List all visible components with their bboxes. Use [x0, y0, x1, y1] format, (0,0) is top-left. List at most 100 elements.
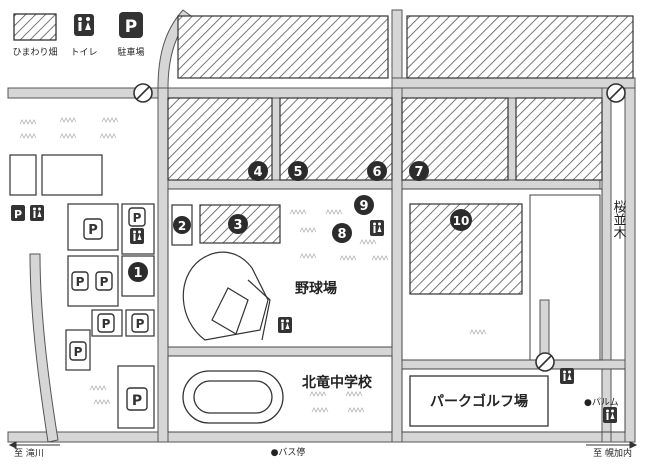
block-school: [167, 355, 393, 433]
park-golf-box: [409, 375, 549, 427]
legend-sunflower-label: ひまわり畑: [12, 46, 57, 58]
track-outer: [182, 370, 284, 424]
toilet-icons: [30, 205, 617, 423]
toilet-icon: [130, 228, 144, 244]
road-golf-north: [401, 359, 626, 370]
spot-marker-2: 2: [173, 216, 191, 234]
road-divider-67: [507, 97, 517, 181]
svg-text:9: 9: [359, 199, 368, 214]
svg-text:P: P: [14, 208, 22, 221]
parking-icon: P: [71, 271, 89, 291]
toilet-icon: [30, 205, 44, 221]
no-entry-icon: [133, 83, 153, 103]
spot-marker-10: 10: [450, 209, 472, 231]
baseball-field: [182, 251, 271, 341]
road-west-vertical: [157, 87, 169, 443]
svg-text:P: P: [125, 17, 137, 37]
parking-icon: P: [11, 205, 25, 221]
no-entry-icon: [535, 352, 555, 372]
legend: ひまわり畑 トイレ P 駐車場: [12, 12, 145, 58]
spot-marker-1: 1: [128, 262, 148, 282]
toilet-icon: [74, 14, 94, 36]
parking-icon: P: [69, 341, 87, 361]
svg-text:5: 5: [293, 165, 302, 180]
baseball-infield: [211, 287, 249, 335]
svg-text:P: P: [74, 345, 83, 359]
spot-marker-5: 5: [288, 161, 308, 181]
svg-text:P: P: [132, 393, 142, 409]
svg-text:7: 7: [414, 165, 423, 180]
svg-text:P: P: [100, 275, 109, 289]
arrow-right-icon: [586, 441, 638, 449]
svg-text:10: 10: [453, 214, 470, 228]
sunflower-field-north-right: [406, 15, 634, 79]
svg-text:P: P: [76, 275, 85, 289]
road-far-east: [624, 87, 636, 443]
building-west-1: [9, 154, 37, 196]
parking-icon: P: [95, 271, 113, 291]
sunflower-field-east: [515, 97, 603, 181]
no-entry-signs: [133, 83, 626, 372]
legend-toilet-label: トイレ: [70, 48, 97, 58]
parking-icon: P: [97, 313, 115, 333]
parking-icon: P: [119, 12, 143, 38]
roads: [7, 9, 636, 443]
sunflower-field-north-left: [177, 15, 389, 79]
spot-marker-4: 4: [248, 161, 268, 181]
road-central-vertical: [391, 9, 403, 443]
park-golf-label: パークゴルフ場: [430, 393, 528, 410]
no-entry-icon: [606, 83, 626, 103]
road-school-north: [167, 346, 401, 357]
block-east-strip: [529, 194, 601, 361]
road-small-connector: [539, 299, 550, 361]
building-parking-area-7: [117, 365, 155, 429]
direction-arrows: [8, 441, 638, 449]
parking-icon: P: [131, 313, 149, 333]
block-baseball: [167, 188, 393, 348]
toilet-icon: [370, 220, 384, 236]
baseball-field-label: 野球場: [295, 280, 337, 297]
svg-text:P: P: [136, 317, 145, 331]
to-horokanai-label: 至 幌加内: [593, 447, 632, 459]
block-outlines: [167, 188, 626, 433]
sakura-namiki-label: 桜並木: [611, 200, 627, 239]
svg-text:P: P: [102, 317, 111, 331]
road-west-curve: [29, 253, 59, 443]
bus-stop-label: ●バス停: [271, 446, 306, 458]
road-middle-horizontal: [167, 179, 601, 190]
svg-text:2: 2: [178, 219, 186, 233]
track-inner: [193, 380, 273, 414]
road-divider-45: [271, 97, 281, 181]
toilet-icon: [603, 407, 617, 423]
svg-text:P: P: [133, 211, 142, 225]
school-label: 北竜中学校: [302, 374, 373, 391]
block-golf: [401, 368, 626, 433]
spot-markers: 1 2 3 4 5 6 7 8 9 10: [128, 161, 472, 282]
parking-icon: P: [83, 218, 103, 240]
svg-text:4: 4: [253, 165, 262, 180]
baseball-fence: [247, 279, 271, 341]
to-takikawa-label: 至 滝川: [14, 448, 44, 459]
spot-marker-6: 6: [367, 161, 387, 181]
toilet-icon: [278, 317, 292, 333]
toilet-icon: [560, 368, 574, 384]
legend-parking-label: 駐車場: [117, 46, 144, 58]
spot-marker-3: 3: [228, 214, 248, 234]
palm-label: ●パルム: [584, 397, 619, 408]
building-west-2: [41, 154, 103, 196]
spot-marker-8: 8: [332, 223, 352, 243]
legend-sunflower-swatch: [13, 13, 57, 41]
arrow-left-icon: [8, 441, 60, 449]
spot-marker-9: 9: [354, 195, 374, 215]
road-east-vertical: [601, 87, 612, 443]
block-east-middle: [401, 188, 603, 361]
road-south: [7, 431, 636, 443]
building-parking-area-3: [67, 255, 119, 307]
spot-marker-7: 7: [409, 161, 429, 181]
text-labels: 野球場 北竜中学校 パークゴルフ場 桜並木 ●バス停 至 滝川 至 幌加内 ●パ…: [14, 200, 632, 459]
school-track: [182, 370, 284, 424]
baseball-outfield: [182, 251, 269, 341]
svg-text:3: 3: [233, 218, 242, 233]
svg-text:1: 1: [133, 266, 142, 281]
